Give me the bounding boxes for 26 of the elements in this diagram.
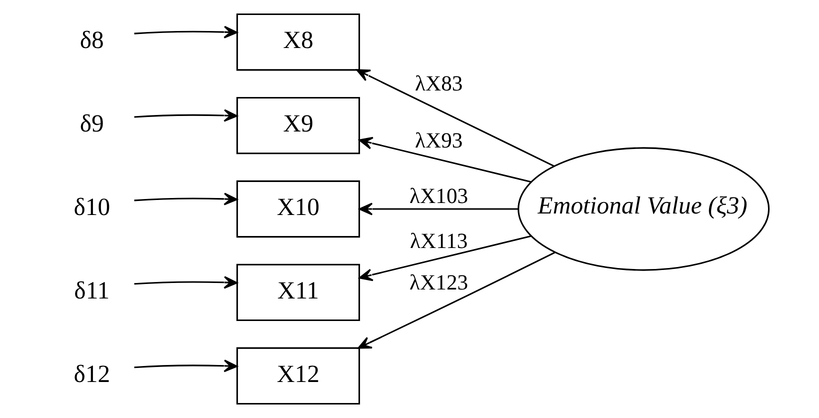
arrow bbox=[134, 276, 238, 289]
arrow bbox=[134, 360, 238, 372]
edge-label: λX123 bbox=[410, 270, 468, 295]
node-box: X11 bbox=[236, 264, 360, 322]
node-text: δ10 bbox=[74, 194, 110, 221]
arrow bbox=[134, 192, 238, 206]
node-text: δ9 bbox=[80, 110, 104, 138]
arrow bbox=[134, 26, 238, 38]
arrow bbox=[356, 69, 554, 167]
node-ellipse: Emotional Value (ξ3) bbox=[518, 147, 770, 271]
node-box: X10 bbox=[236, 180, 360, 238]
arrow bbox=[358, 202, 518, 216]
edge-label: λX113 bbox=[410, 228, 468, 253]
edge-label: λX93 bbox=[414, 128, 463, 152]
node-box: X8 bbox=[236, 14, 360, 71]
node-box: X9 bbox=[236, 96, 360, 154]
edge-label: λX103 bbox=[410, 184, 468, 208]
edge-label: λX83 bbox=[414, 71, 463, 96]
arrow bbox=[134, 109, 238, 122]
arrow bbox=[358, 235, 532, 282]
node-text: δ11 bbox=[74, 277, 110, 304]
arrow bbox=[358, 136, 532, 183]
node-box: X12 bbox=[236, 347, 360, 404]
node-text: δ8 bbox=[80, 26, 104, 54]
arrow bbox=[358, 252, 556, 349]
node-text: δ12 bbox=[74, 360, 110, 388]
